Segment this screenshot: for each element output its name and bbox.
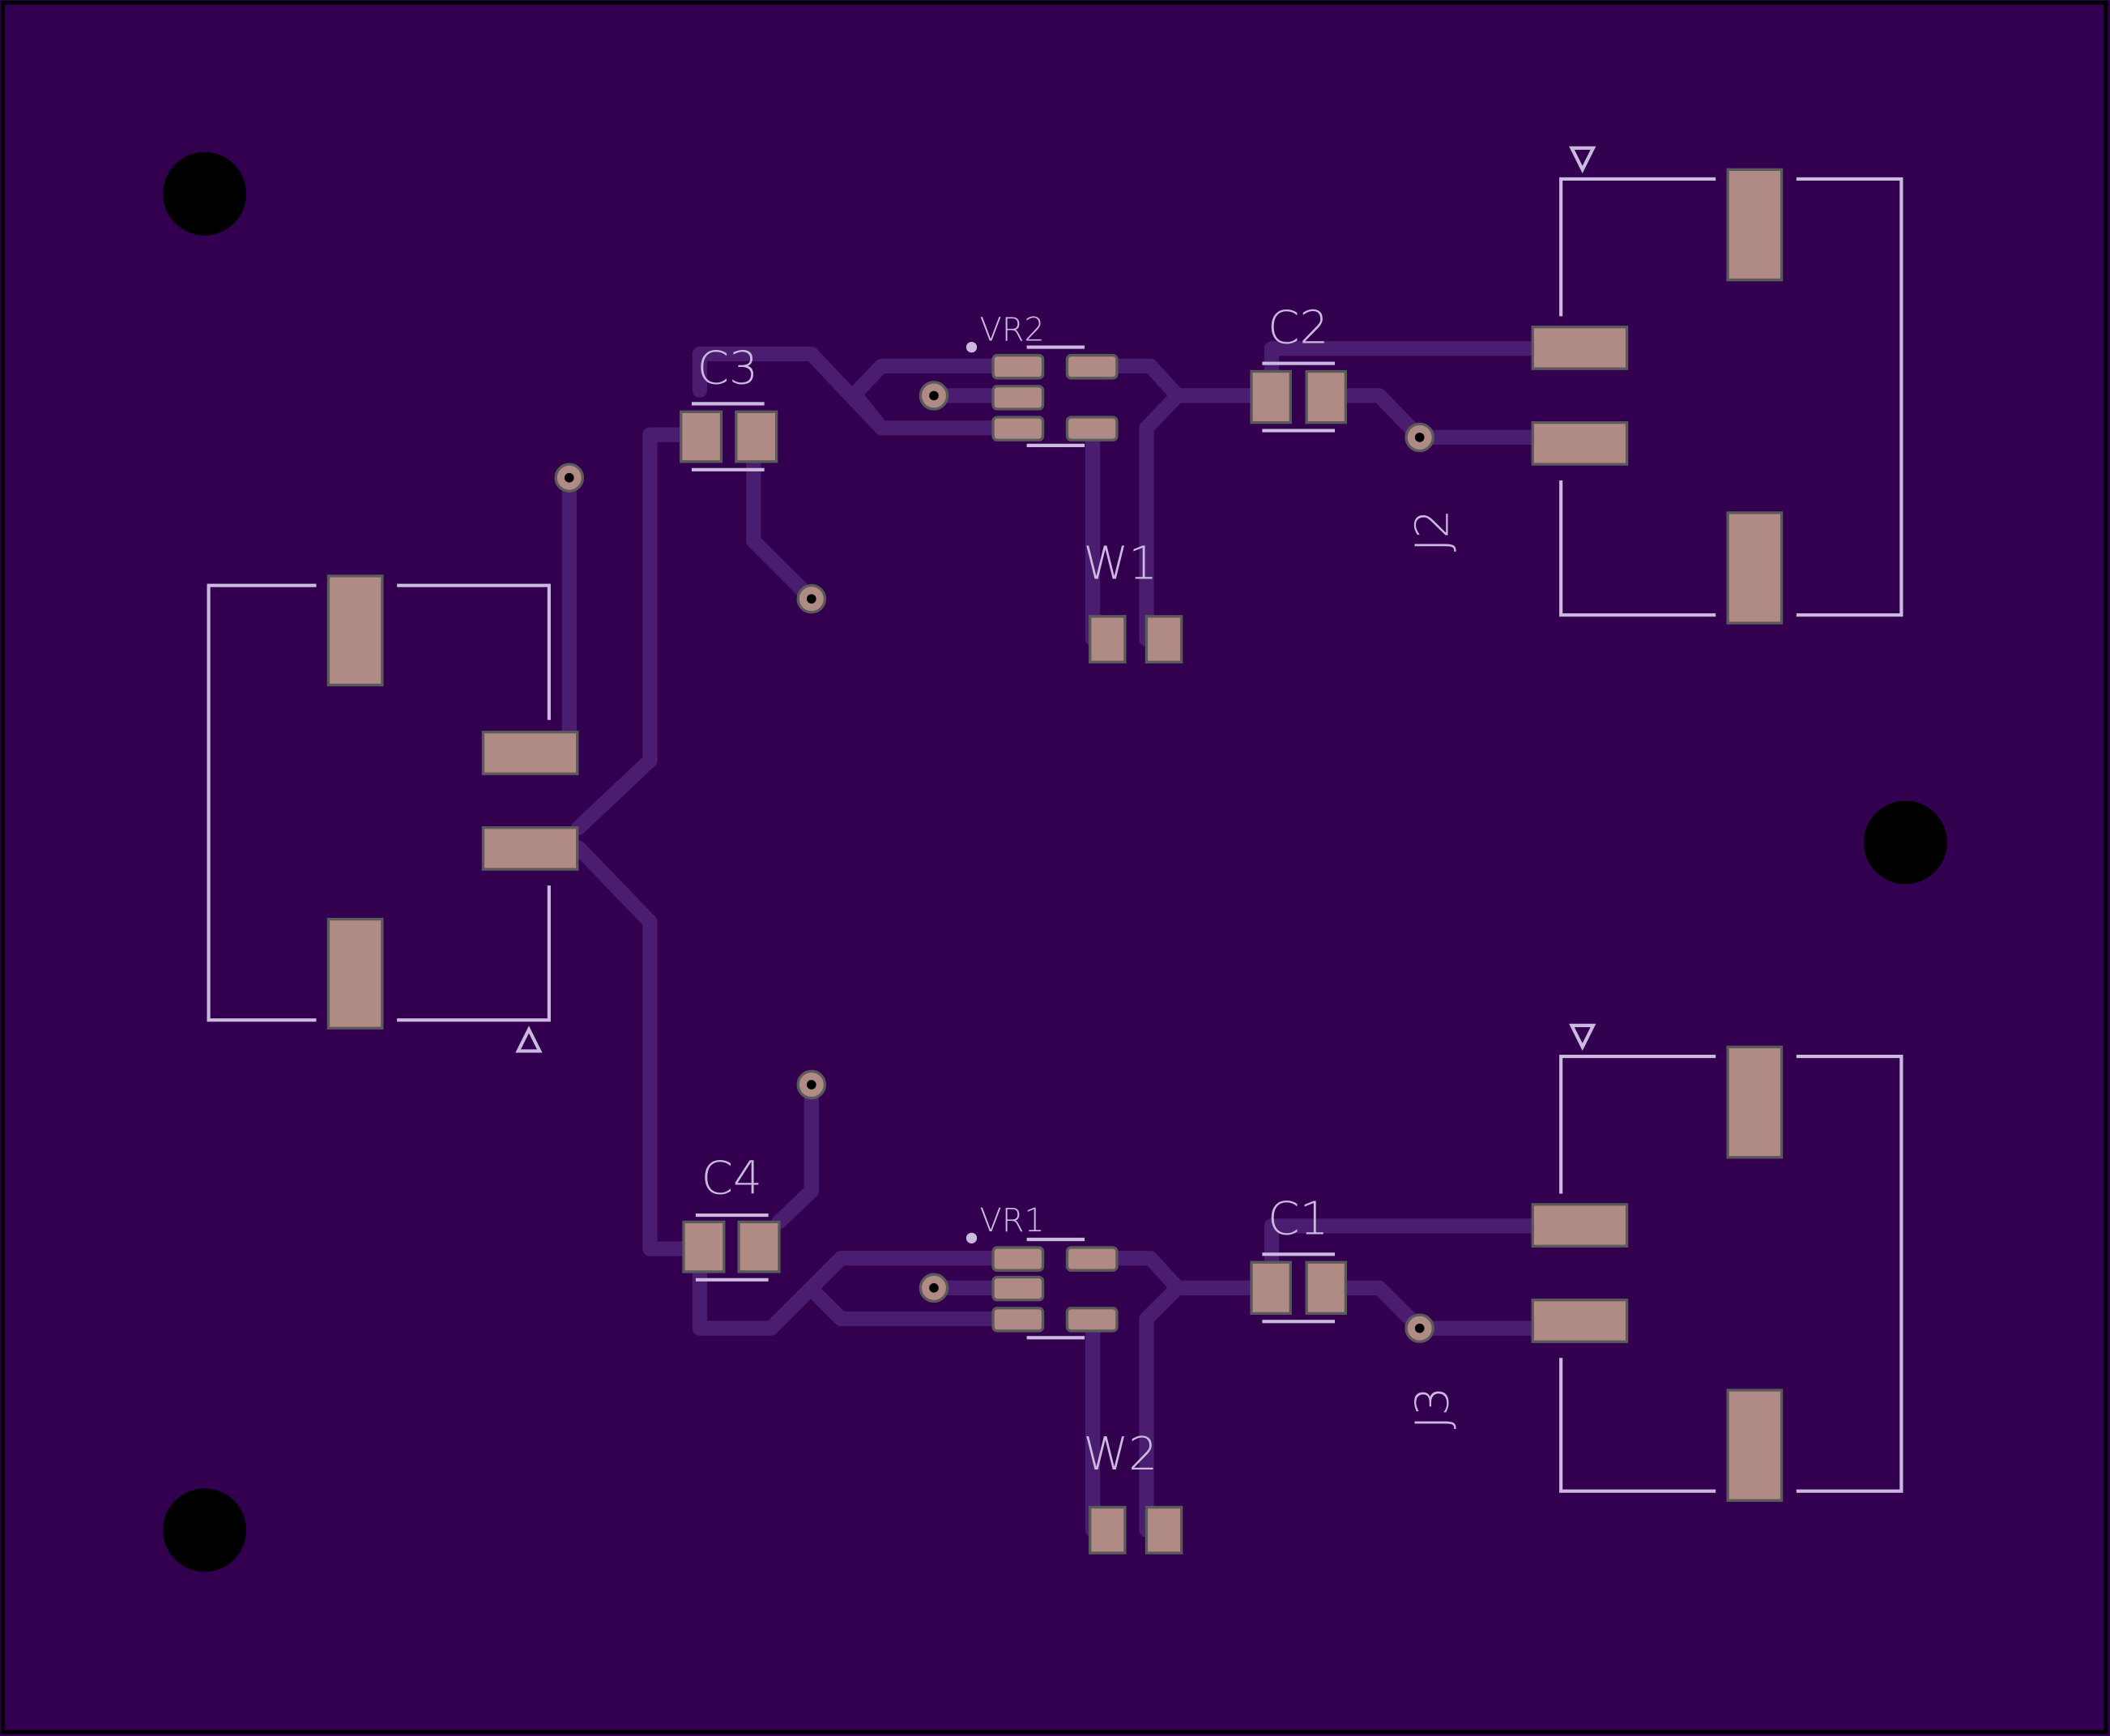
label-j3: J3: [1407, 1387, 1460, 1430]
label-vr2: VR2: [979, 311, 1044, 348]
trace: [746, 454, 819, 607]
trace: [571, 427, 694, 835]
trace: [1139, 1280, 1185, 1538]
label-c2: C2: [1268, 302, 1328, 355]
capacitor-c2: C2: [1250, 302, 1347, 433]
label-vr1: VR1: [979, 1202, 1044, 1239]
capacitor-c1: C1: [1250, 1192, 1347, 1324]
label-w2: W2: [1083, 1428, 1157, 1481]
connector-j3: J3: [1407, 1023, 1903, 1502]
connector-j2: J2: [1407, 146, 1903, 625]
capacitor-c3: C3: [680, 342, 778, 471]
label-w1: W1: [1083, 537, 1157, 590]
vias: [554, 381, 1434, 1343]
label-c1: C1: [1268, 1192, 1328, 1245]
trace: [692, 1251, 1030, 1336]
trace: [1264, 341, 1541, 385]
pin1-triangle-icon: [515, 1026, 543, 1053]
label-j2: J2: [1407, 510, 1460, 552]
trace: [1085, 358, 1266, 403]
trace: [571, 840, 694, 1256]
jumper-w2: W2: [1083, 1428, 1183, 1555]
mounting-holes: [163, 151, 1947, 1572]
capacitor-c4: C4: [682, 1153, 781, 1282]
trace: [1338, 388, 1541, 446]
label-c4: C4: [701, 1153, 762, 1205]
trace: [771, 1077, 819, 1230]
jumper-w1: W1: [1083, 537, 1183, 663]
trace: [804, 1282, 1030, 1327]
mounting-hole: [1863, 800, 1947, 885]
trace: [1338, 1280, 1541, 1336]
label-c3: C3: [697, 342, 758, 395]
traces: [561, 341, 1541, 1538]
trace: [846, 358, 1030, 436]
mounting-hole: [163, 151, 247, 236]
trace: [692, 346, 1030, 436]
trace: [1139, 388, 1185, 647]
regulator-vr2: VR2: [965, 311, 1119, 447]
regulator-vr1: VR1: [965, 1202, 1119, 1340]
pin1-triangle-icon: [1569, 1023, 1596, 1051]
trace: [1085, 1251, 1266, 1295]
mounting-hole: [163, 1488, 247, 1572]
pin1-triangle-icon: [1569, 146, 1596, 173]
connector-left: [207, 574, 579, 1053]
